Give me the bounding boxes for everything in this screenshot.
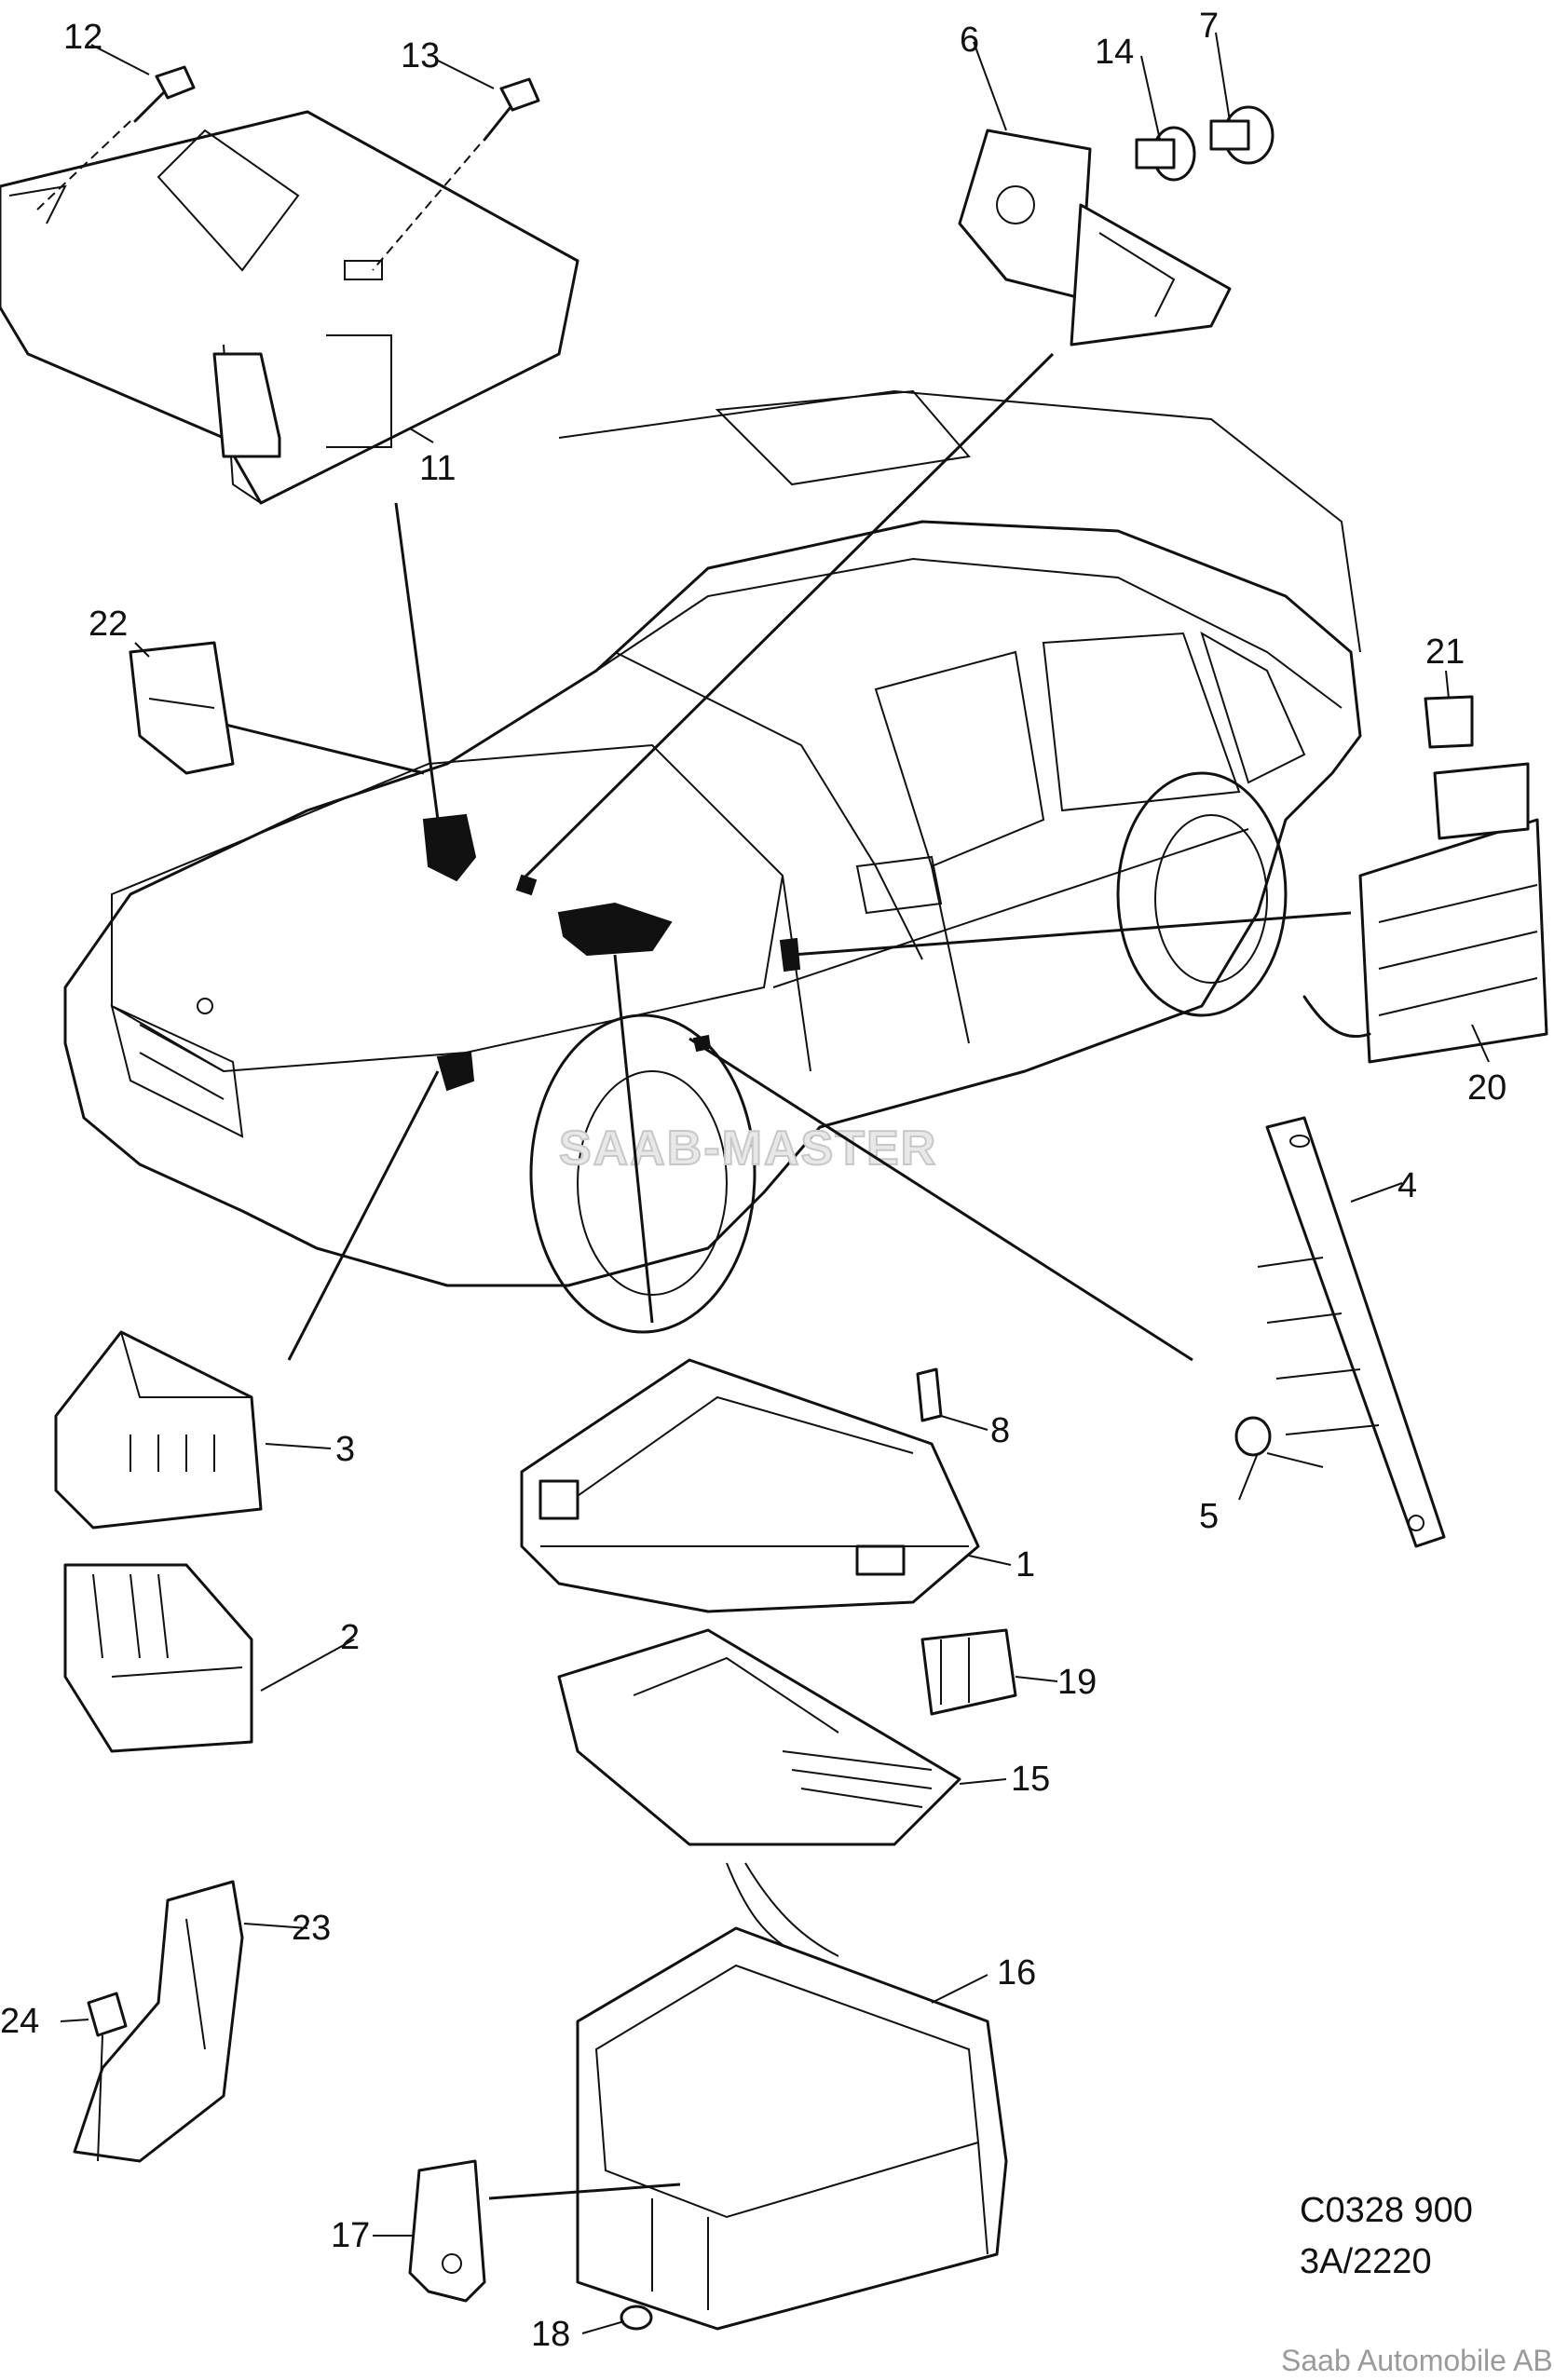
- callout-23: 23: [292, 1909, 331, 1948]
- watermark: SAAB-MASTER: [559, 1122, 937, 1176]
- part-11-bracket: [0, 110, 579, 505]
- part-16-housing: [576, 1926, 1008, 2331]
- callout-4: 4: [1397, 1166, 1417, 1205]
- callout-5: 5: [1199, 1497, 1219, 1536]
- callout-16: 16: [997, 1953, 1036, 1992]
- drawing-info: C0328 900 3A/2220 Saab Automobile AB: [1281, 2191, 1553, 2377]
- part-21-clip: [1424, 695, 1474, 749]
- part-12-bolt: [36, 65, 196, 211]
- part-24-nut: [87, 1992, 128, 2162]
- part-22-clip: [129, 641, 235, 775]
- leader-lines: [213, 352, 1352, 1362]
- callout-22: 22: [89, 605, 128, 644]
- drawing-code: C0328 900: [1300, 2191, 1473, 2230]
- part-17-strip: [408, 2159, 681, 2303]
- callout-3: 3: [335, 1430, 355, 1469]
- callout-11: 11: [419, 449, 456, 488]
- callout-17: 17: [331, 2216, 370, 2255]
- part-4-bracket: [1257, 1116, 1446, 1548]
- drawing-ref: 3A/2220: [1300, 2242, 1432, 2281]
- callout-8: 8: [990, 1411, 1010, 1450]
- part-14-spacer: [1135, 126, 1196, 182]
- copyright-text: Saab Automobile AB: [1281, 2344, 1553, 2377]
- callout-1: 1: [1016, 1545, 1035, 1584]
- callout-7: 7: [1199, 7, 1219, 46]
- callout-19: 19: [1057, 1663, 1097, 1702]
- callout-leaders: [60, 32, 1490, 2334]
- callout-15: 15: [1011, 1760, 1050, 1799]
- callout-18: 18: [531, 2315, 570, 2354]
- part-15-fuse-box: [557, 1628, 961, 1957]
- part-13-bolt: [372, 77, 540, 271]
- part-2-carrier: [63, 1563, 253, 1753]
- callout-2: 2: [340, 1618, 360, 1657]
- part-23-bracket: [73, 1880, 244, 2163]
- callout-13: 13: [401, 36, 440, 75]
- part-1-fuse-box-cover: [520, 1358, 980, 1613]
- callout-21: 21: [1425, 632, 1465, 672]
- callout-20: 20: [1467, 1068, 1506, 1108]
- part-18-screw: [620, 2305, 653, 2331]
- part-8-clip: [916, 1367, 943, 1422]
- car-outline: SAAB-MASTER: [63, 389, 1362, 1334]
- part-19-relay: [920, 1628, 1017, 1716]
- part-7-nut: [1209, 105, 1275, 165]
- callout-14: 14: [1095, 33, 1134, 72]
- part-20-relay-block: [1302, 762, 1548, 1064]
- part-6-bracket: [958, 129, 1232, 347]
- part-5-nut: [1234, 1416, 1272, 1457]
- callout-12: 12: [63, 18, 102, 57]
- callout-labels: 12 13 6 14 7 11 22 21 20 4 5 3 2 8 1 19 …: [0, 7, 1506, 2354]
- part-3-cover: [54, 1330, 263, 1530]
- callout-24: 24: [0, 2002, 39, 2041]
- callout-6: 6: [960, 20, 979, 60]
